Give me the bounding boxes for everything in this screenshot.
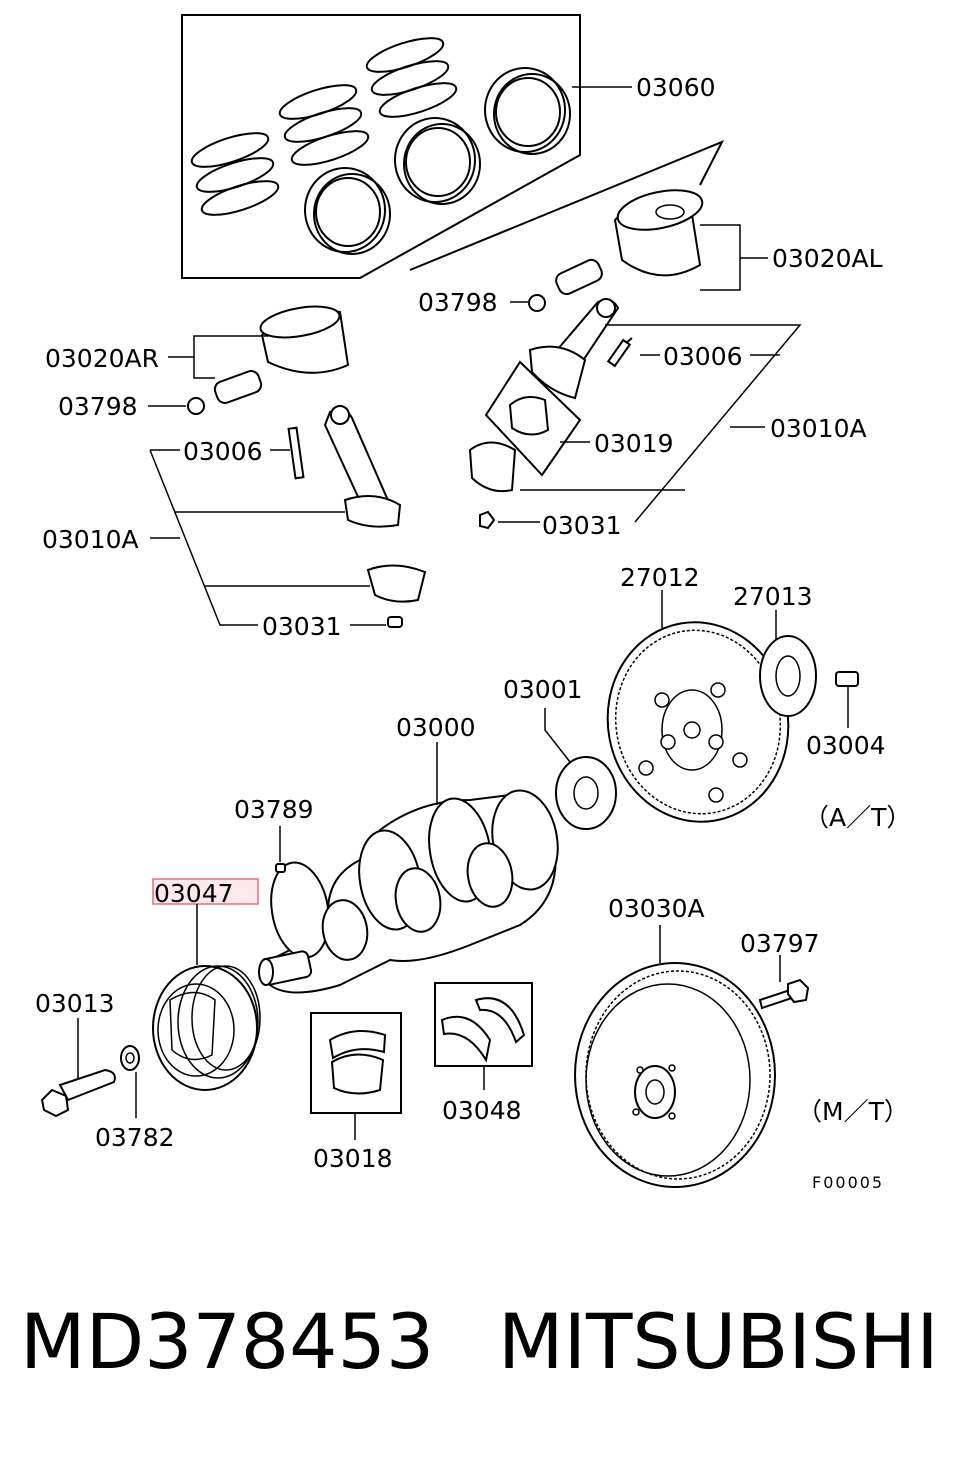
flywheel-mt-group: 03030A 03797 （M／T） F00005 bbox=[574, 894, 909, 1192]
brand-name: MITSUBISHI bbox=[498, 1297, 939, 1386]
label-ring-gear-plate: 27012 bbox=[620, 563, 700, 592]
piston-pin-upper bbox=[555, 258, 603, 296]
caption: MD378453 MITSUBISHI bbox=[20, 1297, 939, 1386]
rod-nut-lower bbox=[387, 616, 403, 628]
rod-cap-lower bbox=[366, 564, 427, 603]
rod-bearing-frame bbox=[484, 360, 582, 477]
pin-clip-lower bbox=[187, 397, 205, 415]
washer bbox=[120, 1045, 140, 1071]
ring-bundle-2 bbox=[394, 117, 481, 205]
piston-right-group: 03020AR 03798 bbox=[45, 305, 350, 421]
piston-left-group: 03020AL 03798 bbox=[409, 140, 883, 317]
label-washer: 03782 bbox=[95, 1123, 175, 1152]
crankshaft-group: 03000 03789 bbox=[234, 713, 559, 994]
flywheel-bolt-at bbox=[835, 671, 859, 687]
rod-bearing bbox=[508, 395, 550, 436]
damper-group: 03047 03013 03782 bbox=[35, 878, 261, 1152]
main-bearing-frame bbox=[310, 1012, 402, 1114]
thrust-bearing-group: 03048 bbox=[434, 982, 533, 1125]
label-flywheel-bolt-mt: 03797 bbox=[740, 929, 820, 958]
crank-bolt bbox=[58, 1068, 116, 1102]
label-rod-bearing: 03019 bbox=[594, 429, 674, 458]
ring-set-2 bbox=[278, 84, 370, 166]
label-piston-right: 03020AR bbox=[45, 344, 159, 373]
ring-set-1 bbox=[190, 132, 280, 216]
label-rod-bolt-lower: 03006 bbox=[183, 437, 263, 466]
label-flywheel-bolt-at: 03004 bbox=[806, 731, 886, 760]
pin-clip-upper bbox=[528, 294, 546, 312]
rod-bolt-lower bbox=[287, 426, 305, 480]
piston-rings-group: 03060 bbox=[181, 14, 716, 279]
conrod-lower-group: 03006 03010A 03031 bbox=[42, 405, 427, 641]
label-pin-clip-lower: 03798 bbox=[58, 392, 138, 421]
piston-rings-frame bbox=[181, 14, 581, 279]
damper-pulley bbox=[152, 965, 258, 1091]
label-pin-clip-upper: 03798 bbox=[418, 288, 498, 317]
variant-mt: （M／T） bbox=[797, 1097, 909, 1126]
label-piston-rings: 03060 bbox=[636, 73, 716, 102]
part-number: MD378453 bbox=[20, 1297, 434, 1386]
label-spacer-plate: 03001 bbox=[503, 675, 583, 704]
piston-pin-lower bbox=[213, 370, 263, 404]
ring-bundle-3 bbox=[484, 67, 571, 155]
main-bearing-lower bbox=[330, 1053, 385, 1095]
label-damper-pulley: 03047 bbox=[154, 879, 234, 908]
adapter-plate bbox=[759, 635, 817, 717]
thrust-bearing-left bbox=[440, 1015, 492, 1063]
thrust-bearing-right bbox=[474, 997, 526, 1044]
rod-nut-upper bbox=[479, 510, 496, 530]
label-crank-bolt: 03013 bbox=[35, 989, 115, 1018]
label-flywheel-mt: 03030A bbox=[608, 894, 705, 923]
label-main-bearing: 03018 bbox=[313, 1144, 393, 1173]
piston-left bbox=[613, 189, 704, 277]
highlight-box bbox=[152, 878, 259, 905]
label-piston-left: 03020AL bbox=[772, 244, 883, 273]
label-rod-nut-upper: 03031 bbox=[542, 511, 622, 540]
label-adapter-plate: 27013 bbox=[733, 582, 813, 611]
crank-key bbox=[275, 863, 286, 873]
label-crankshaft: 03000 bbox=[396, 713, 476, 742]
main-bearing-group: 03018 bbox=[310, 1012, 402, 1173]
flywheel-mt bbox=[574, 962, 776, 1188]
label-conrod-lower: 03010A bbox=[42, 525, 139, 554]
conrod-upper-group: 03006 03019 03010A 03031 bbox=[468, 298, 867, 540]
variant-at: （A／T） bbox=[804, 803, 911, 832]
label-thrust-bearing: 03048 bbox=[442, 1096, 522, 1125]
figure-ref: F00005 bbox=[812, 1173, 884, 1192]
main-bearing-upper bbox=[328, 1030, 387, 1060]
label-key: 03789 bbox=[234, 795, 314, 824]
spacer-plate bbox=[555, 756, 617, 830]
label-rod-nut-lower: 03031 bbox=[262, 612, 342, 641]
label-conrod-upper: 03010A bbox=[770, 414, 867, 443]
ring-set-3 bbox=[365, 37, 458, 118]
flexplate-group: 27012 27013 03004 03001 （A／T） bbox=[503, 563, 911, 832]
ring-bundle-1 bbox=[304, 167, 391, 255]
rod-cap-upper bbox=[468, 441, 517, 493]
label-rod-bolt-upper: 03006 bbox=[663, 342, 743, 371]
